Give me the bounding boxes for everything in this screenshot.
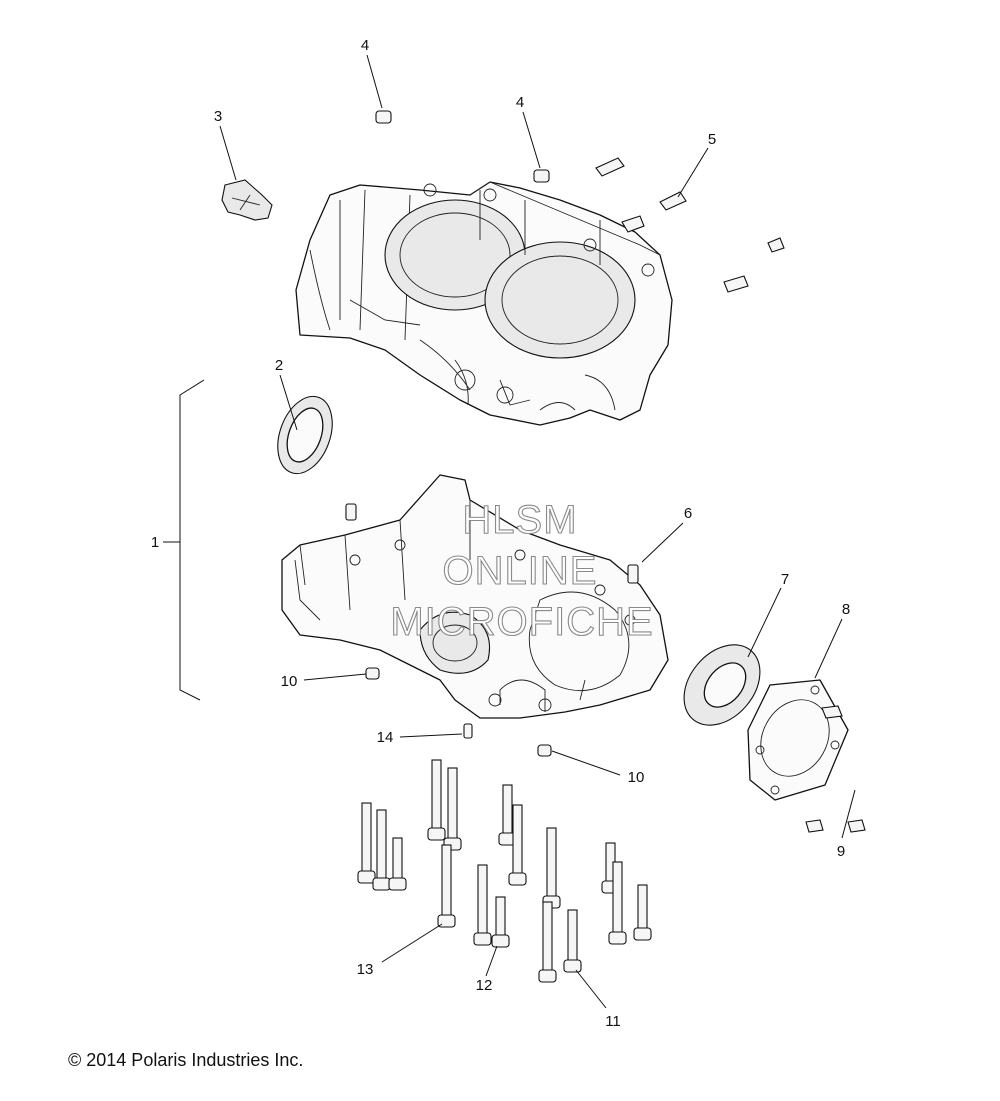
callout-7: 7 <box>781 571 789 588</box>
screws-9 <box>805 705 866 833</box>
callout-2: 2 <box>275 357 283 374</box>
watermark-line-3: MICROFICHE <box>390 600 653 644</box>
bushings-10 <box>365 667 552 757</box>
bracket-clip-3 <box>221 179 273 221</box>
lower-crankcase <box>281 474 669 719</box>
watermark-line-1: HLSM <box>462 498 577 542</box>
upper-crankcase <box>295 181 673 426</box>
callout-3: 3 <box>214 108 222 125</box>
callout-labels: 1 2 3 4 4 5 6 7 8 9 10 10 11 12 13 14 <box>151 37 850 1030</box>
seal-7 <box>683 644 761 726</box>
callout-5: 5 <box>708 131 716 148</box>
callout-9: 9 <box>837 843 845 860</box>
leader-lines <box>163 54 856 1009</box>
callout-10b: 10 <box>628 769 645 786</box>
watermark: HLSM ONLINE MICROFICHE <box>390 497 653 644</box>
callout-14: 14 <box>377 729 394 746</box>
seal-2 <box>277 395 333 475</box>
callout-13: 13 <box>357 961 374 978</box>
callout-6: 6 <box>684 505 692 522</box>
cover-plate-8 <box>747 679 849 801</box>
callout-11: 11 <box>605 1013 621 1030</box>
screw-14 <box>463 723 473 739</box>
fittings-5 <box>595 157 785 293</box>
callout-8: 8 <box>842 601 850 618</box>
copyright-notice: © 2014 Polaris Industries Inc. <box>68 1050 304 1070</box>
dowel-pins <box>345 503 639 584</box>
callout-12: 12 <box>476 977 493 994</box>
callout-10a: 10 <box>281 673 298 690</box>
plug-4a <box>375 110 392 124</box>
watermark-line-2: ONLINE <box>443 549 598 593</box>
callout-4a: 4 <box>361 37 369 54</box>
plug-4b <box>533 169 550 183</box>
long-bolts <box>357 759 652 983</box>
callout-1: 1 <box>151 534 159 551</box>
callout-4b: 4 <box>516 94 524 111</box>
